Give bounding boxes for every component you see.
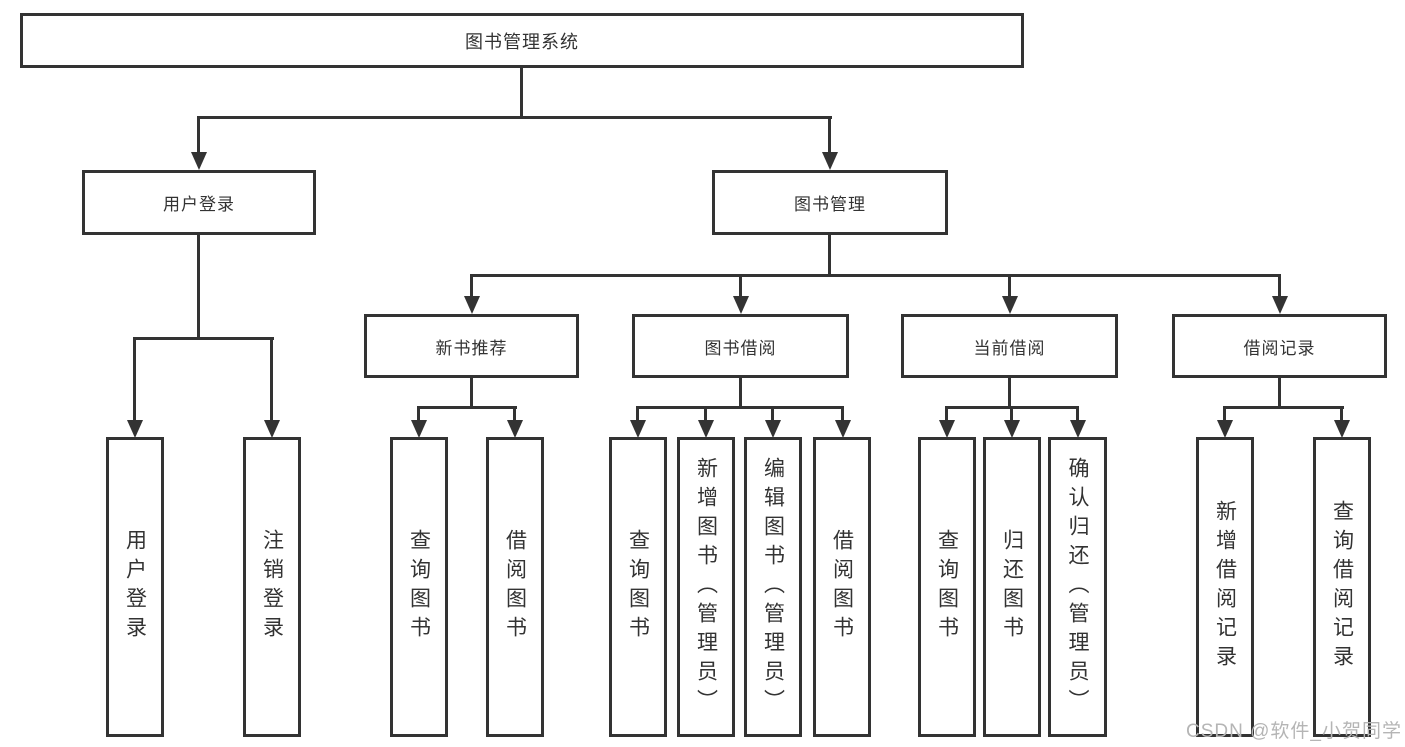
- arrow-down-icon: [1216, 406, 1233, 438]
- leaf-add-books-admin: 新增图书（管理员）: [677, 437, 735, 737]
- leaf-confirm-return-admin: 确认归还（管理员）: [1048, 437, 1107, 737]
- leaf-label: 用户登录: [123, 529, 147, 645]
- node-borrowing-records: 借阅记录: [1172, 314, 1387, 378]
- arrow-down-icon: [463, 274, 480, 314]
- connector-line: [1278, 377, 1281, 409]
- leaf-query-books-1: 查询图书: [390, 437, 448, 737]
- arrow-down-icon: [1001, 274, 1018, 314]
- arrow-down-icon: [1271, 274, 1288, 314]
- leaf-return-books: 归还图书: [983, 437, 1041, 737]
- arrow-down-icon: [1333, 406, 1350, 438]
- node-current-borrowing: 当前借阅: [901, 314, 1118, 378]
- leaf-add-borrow-record: 新增借阅记录: [1196, 437, 1254, 737]
- leaf-user-login: 用户登录: [106, 437, 164, 737]
- leaf-label: 查询图书: [935, 529, 959, 645]
- leaf-edit-books-admin: 编辑图书（管理员）: [744, 437, 802, 737]
- connector-line: [417, 406, 517, 409]
- connector-line: [828, 234, 831, 277]
- connector-line: [197, 234, 200, 340]
- arrow-down-icon: [1069, 406, 1086, 438]
- leaf-label: 新增图书（管理员）: [694, 456, 718, 718]
- arrow-down-icon: [126, 337, 143, 438]
- arrow-down-icon: [410, 406, 427, 438]
- leaf-borrow-books-2: 借阅图书: [813, 437, 871, 737]
- arrow-down-icon: [764, 406, 781, 438]
- connector-line: [133, 337, 274, 340]
- leaf-label: 新增借阅记录: [1213, 500, 1237, 674]
- arrow-down-icon: [1003, 406, 1020, 438]
- connector-line: [470, 377, 473, 409]
- node-new-book-recommend: 新书推荐: [364, 314, 579, 378]
- arrow-down-icon: [821, 116, 838, 170]
- leaf-logout: 注销登录: [243, 437, 301, 737]
- connector-line: [1008, 377, 1011, 409]
- leaf-query-books-3: 查询图书: [918, 437, 976, 737]
- connector-line: [470, 274, 1281, 277]
- leaf-label: 确认归还（管理员）: [1066, 456, 1089, 718]
- leaf-label: 查询借阅记录: [1330, 500, 1354, 674]
- csdn-watermark: CSDN @软件_小贺同学: [1186, 721, 1402, 742]
- arrow-down-icon: [263, 337, 280, 438]
- arrow-down-icon: [629, 406, 646, 438]
- node-book-borrowing: 图书借阅: [632, 314, 849, 378]
- node-user-login: 用户登录: [82, 170, 316, 235]
- arrow-down-icon: [938, 406, 955, 438]
- leaf-label: 借阅图书: [503, 529, 527, 645]
- node-library-management-system: 图书管理系统: [20, 13, 1024, 68]
- leaf-query-borrow-record: 查询借阅记录: [1313, 437, 1371, 737]
- arrow-down-icon: [506, 406, 523, 438]
- connector-line: [197, 116, 832, 119]
- leaf-label: 借阅图书: [830, 529, 854, 645]
- node-book-management: 图书管理: [712, 170, 948, 235]
- arrow-down-icon: [697, 406, 714, 438]
- leaf-label: 查询图书: [407, 529, 431, 645]
- leaf-label: 查询图书: [626, 529, 650, 645]
- leaf-label: 归还图书: [1000, 529, 1024, 645]
- leaf-query-books-2: 查询图书: [609, 437, 667, 737]
- arrow-down-icon: [732, 274, 749, 314]
- arrow-down-icon: [190, 116, 207, 170]
- connector-line: [1223, 406, 1344, 409]
- leaf-label: 注销登录: [260, 529, 284, 645]
- leaf-borrow-books-1: 借阅图书: [486, 437, 544, 737]
- arrow-down-icon: [834, 406, 851, 438]
- connector-line: [520, 68, 523, 119]
- leaf-label: 编辑图书（管理员）: [761, 456, 785, 718]
- connector-line: [739, 377, 742, 409]
- connector-line: [636, 406, 844, 409]
